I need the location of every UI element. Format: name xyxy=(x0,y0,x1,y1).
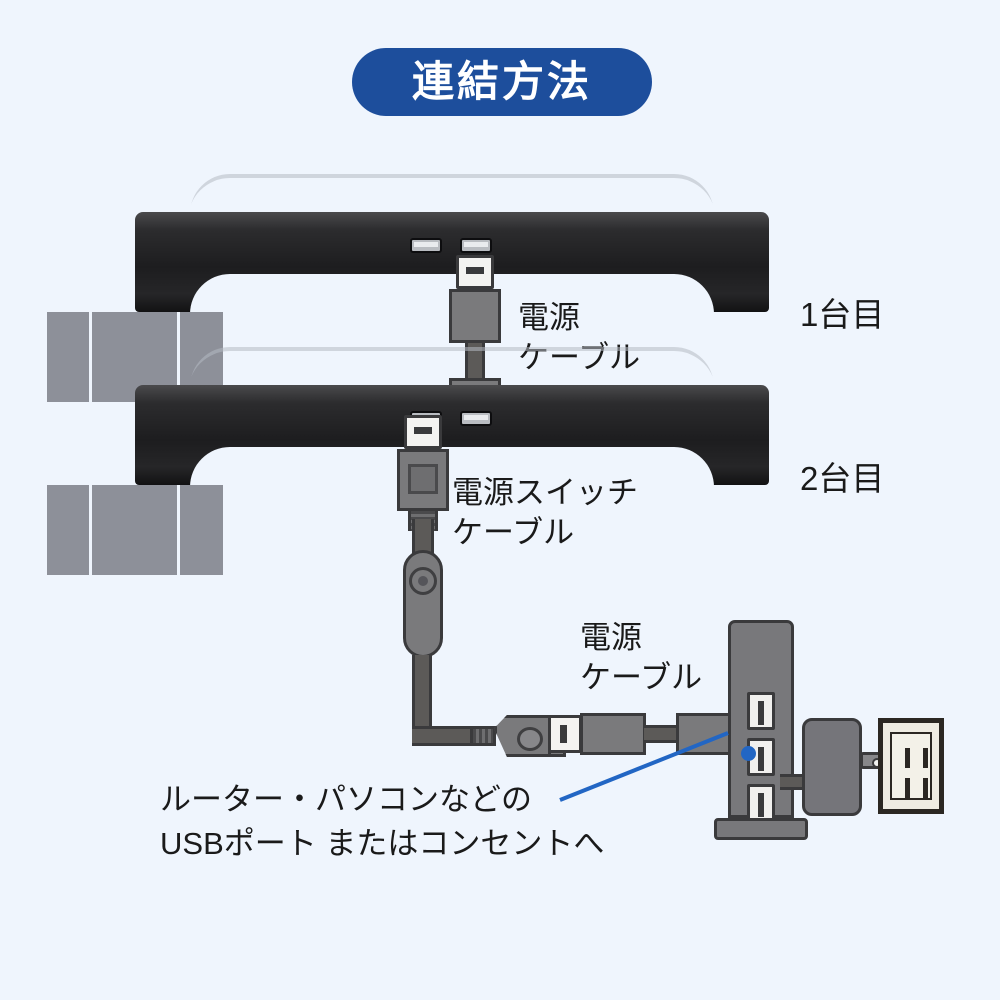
stand-usb-port-2[interactable] xyxy=(460,238,492,253)
power-switch-button[interactable] xyxy=(409,567,437,595)
outlet-slot-2 xyxy=(923,748,928,768)
highlight-dot xyxy=(741,746,756,761)
stand-usb-port-2[interactable] xyxy=(460,411,492,426)
leg-seam xyxy=(89,312,92,402)
inline-power-switch[interactable] xyxy=(403,550,443,658)
power-cable-top-label: 電源 ケーブル xyxy=(518,300,641,375)
destination-caption: ルーター・パソコンなどの USBポート またはコンセントへ xyxy=(160,782,605,861)
unit-2-label: 2台目 xyxy=(800,460,885,497)
unit-1-label: 1台目 xyxy=(800,296,885,333)
usb-hub-tower xyxy=(714,620,808,840)
outlet-slot-3 xyxy=(905,778,910,798)
cable-wire xyxy=(465,343,485,379)
leg-seam xyxy=(177,312,180,402)
power-cable-bottom-label: 電源 ケーブル xyxy=(580,620,703,695)
switch-cable-usb-plug xyxy=(397,415,449,531)
stand-leg-left xyxy=(135,485,223,575)
receptacle-ring-detail xyxy=(517,727,543,751)
page-title-badge: 連結方法 xyxy=(352,48,652,116)
plug-body-detail xyxy=(408,464,438,494)
usb-plug-tip xyxy=(456,255,494,289)
cable-wire xyxy=(412,519,434,555)
cable-wire-horizontal xyxy=(412,726,486,746)
cable-wire xyxy=(412,655,432,743)
adapter-body xyxy=(802,718,862,816)
wall-outlet xyxy=(878,718,944,814)
cable-wire xyxy=(644,725,678,743)
stand-leg-right xyxy=(47,312,135,402)
usb-ac-adapter xyxy=(780,718,892,818)
usb-plug-left xyxy=(548,715,582,753)
receptacle-grip xyxy=(470,726,496,746)
usb-plug-body xyxy=(449,289,501,343)
outlet-slot-4 xyxy=(923,778,928,798)
outlet-slot-1 xyxy=(905,748,910,768)
usb-plug-tip xyxy=(404,415,442,449)
usb-plug-body xyxy=(397,449,449,511)
leg-seam xyxy=(177,485,180,575)
hub-usb-port-3[interactable] xyxy=(747,784,775,822)
usb-connector-body-left xyxy=(580,713,646,755)
stand-usb-port-1[interactable] xyxy=(410,238,442,253)
hub-usb-port-1[interactable] xyxy=(747,692,775,730)
stand-top-bar xyxy=(135,385,769,487)
power-switch-cable-label: 電源スイッチ ケーブル xyxy=(452,475,638,550)
hub-base xyxy=(714,818,808,840)
stand-arch-highlight xyxy=(190,174,714,214)
usb-plug-upper xyxy=(449,255,501,343)
adapter-cable-lead xyxy=(780,774,806,790)
stand-leg-right xyxy=(47,485,135,575)
page-title: 連結方法 xyxy=(411,58,592,105)
outlet-faceplate xyxy=(890,732,932,800)
leg-seam xyxy=(89,485,92,575)
